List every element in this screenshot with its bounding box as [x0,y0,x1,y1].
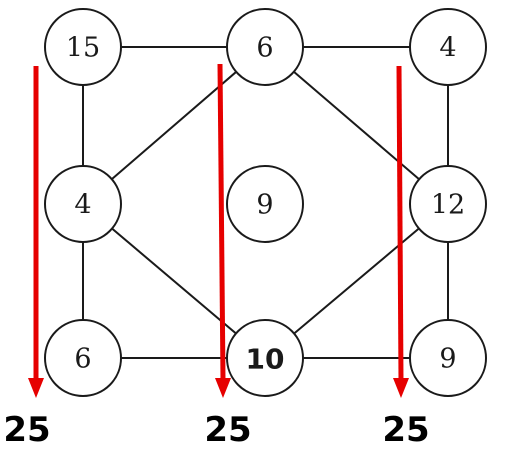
node-label: 9 [256,190,273,221]
node-top-left: 15 [44,8,122,86]
sum-left-label: 25 [3,410,50,450]
node-circle [409,165,487,243]
node-label: 9 [439,344,456,375]
sum-middle-label: 25 [204,410,251,450]
node-center: 9 [226,165,304,243]
column-sums-layer: 25 25 25 [3,410,429,450]
node-circle [44,165,122,243]
node-circle [226,165,304,243]
arrow-middle-column [215,63,231,398]
node-bot-left: 6 [44,319,122,397]
sum-right-label: 25 [382,410,429,450]
node-circle [44,8,122,86]
node-circle [226,319,304,397]
edge-n-top-mid-n-mid-left [82,46,266,205]
arrow-shaft [217,63,226,381]
node-mid-right: 12 [409,165,487,243]
node-bot-mid: 10 [226,319,304,397]
edge-n-mid-right-n-bot-mid [264,203,449,359]
node-top-mid: 6 [226,8,304,86]
edge-n-top-mid-n-mid-right [264,46,449,205]
arrow-right-column [393,65,409,398]
node-label: 10 [246,343,285,376]
arrow-left-column [28,66,44,398]
arrow-head [215,378,231,398]
edge-n-mid-left-n-bot-mid [82,203,266,359]
node-label: 12 [431,190,465,221]
arrow-head [28,378,44,398]
arrow-head [393,378,409,398]
node-label: 4 [74,190,91,221]
node-circle [226,8,304,86]
node-circle [409,8,487,86]
node-label: 15 [66,33,100,64]
node-label: 4 [439,33,456,64]
node-mid-left: 4 [44,165,122,243]
arrows-layer [28,63,409,398]
nodes-layer: 15 6 4 4 9 12 6 10 9 [44,8,487,397]
node-circle [44,319,122,397]
node-top-right: 4 [409,8,487,86]
arrow-shaft [396,65,404,381]
node-label: 6 [256,33,273,64]
node-bot-right: 9 [409,319,487,397]
node-label: 6 [74,344,91,375]
node-circle [409,319,487,397]
